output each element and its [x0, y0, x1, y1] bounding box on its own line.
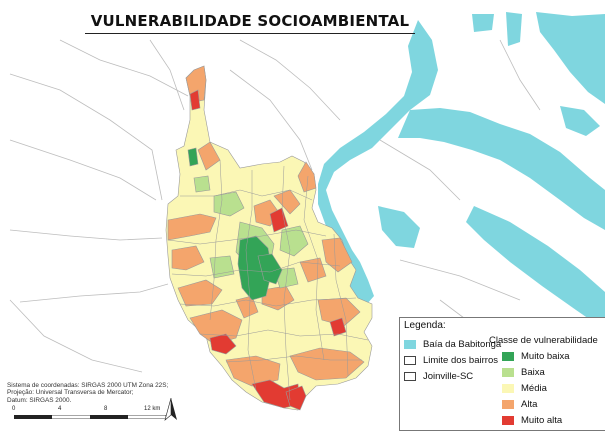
legend-class-label: Muito alta — [521, 415, 563, 426]
legend-class-label: Alta — [521, 399, 538, 410]
media-swatch — [502, 384, 514, 393]
district-boundaries — [167, 159, 369, 401]
scale-bar — [14, 415, 166, 419]
projection-notes: Sistema de coordenadas: SIRGAS 2000 UTM … — [7, 382, 168, 404]
legend-heading: Legenda: — [404, 320, 446, 331]
note-line: Projeção: Universal Transversa de Mercat… — [7, 389, 134, 397]
legend-class-alta: Alta — [502, 399, 537, 410]
title-underline — [85, 33, 415, 34]
scale-tick: 12 km — [144, 406, 161, 412]
north-arrow-icon — [164, 398, 177, 421]
legend-class-baixa: Baixa — [502, 367, 545, 378]
scale-tick: 4 — [58, 406, 62, 412]
legend-panel: Legenda: Baía da Babitonga Limite dos ba… — [399, 317, 605, 431]
legend-class-label: Baixa — [521, 367, 545, 378]
baixa-swatch — [502, 368, 514, 377]
water-layer — [316, 12, 605, 334]
legend-item-bay: Baía da Babitonga — [404, 339, 501, 350]
legend-class-media: Média — [502, 383, 547, 394]
legend-item-label: Limite dos bairros — [423, 355, 498, 366]
legend-item-label: Joinville-SC — [423, 371, 474, 382]
legend-item-label: Baía da Babitonga — [423, 339, 502, 350]
note-line: Datum: SIRGAS 2000. — [7, 396, 72, 404]
bay-swatch — [404, 340, 416, 349]
scale-tick: 8 — [104, 406, 108, 412]
vulnerability-layer — [165, 65, 373, 411]
district-limit-swatch — [404, 356, 416, 365]
legend-class-muito-alta: Muito alta — [502, 415, 562, 426]
legend-class-muito-baixa: Muito baixa — [502, 351, 570, 362]
city-swatch — [404, 372, 416, 381]
muito-baixa-swatch — [502, 352, 514, 361]
scale-tick: 0 — [12, 406, 16, 412]
muito-alta-swatch — [502, 416, 514, 425]
legend-item-district-limit: Limite dos bairros — [404, 355, 498, 366]
legend-class-label: Média — [521, 383, 547, 394]
municipal-boundaries — [9, 39, 541, 373]
map-title: VULNERABILIDADE SOCIOAMBIENTAL — [90, 12, 410, 30]
legend-class-title: Classe de vulnerabilidade — [489, 335, 598, 346]
note-line: Sistema de coordenadas: SIRGAS 2000 UTM … — [7, 382, 169, 389]
alta-swatch — [502, 400, 514, 409]
legend-item-city: Joinville-SC — [404, 371, 473, 382]
legend-class-label: Muito baixa — [521, 351, 570, 362]
